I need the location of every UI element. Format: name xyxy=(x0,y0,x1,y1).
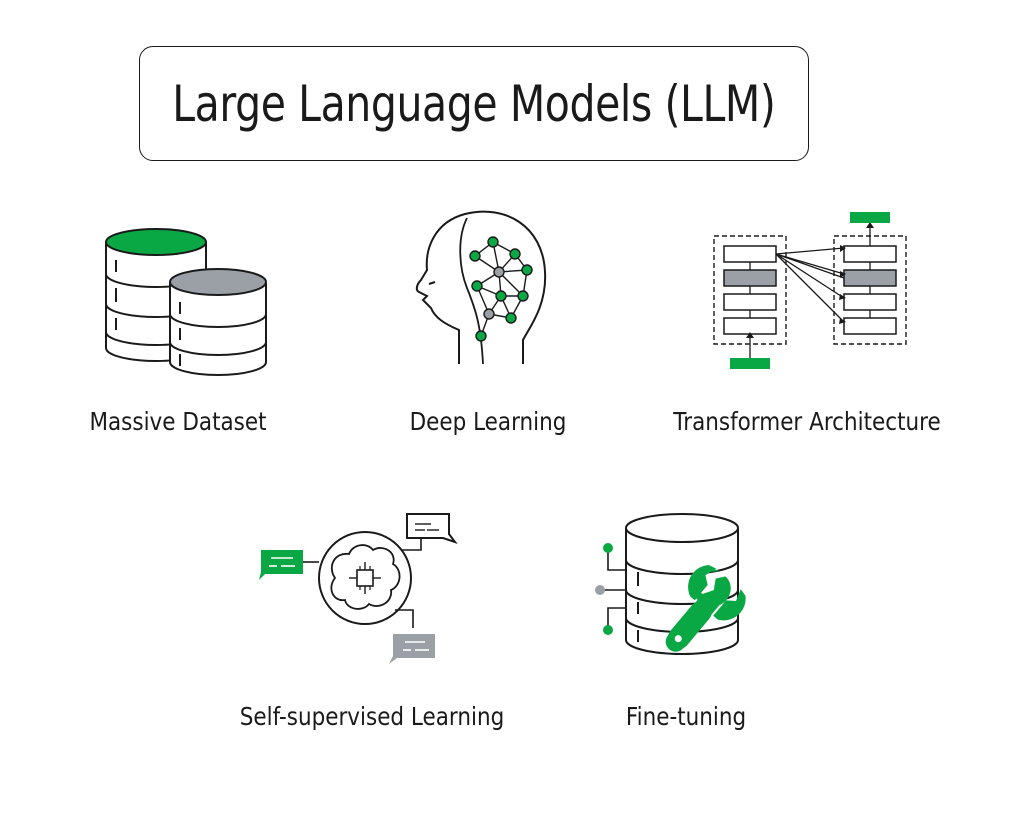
label-massive-dataset: Massive Dataset xyxy=(89,407,267,436)
page-title: Large Language Models (LLM) xyxy=(172,74,776,133)
database-stack-icon xyxy=(105,228,267,376)
brain-chat-icon xyxy=(259,513,458,664)
label-deep-learning: Deep Learning xyxy=(409,407,567,436)
transformer-diagram-icon xyxy=(713,212,907,369)
title-box: Large Language Models (LLM) xyxy=(139,46,809,161)
label-transformer-architecture: Transformer Architecture xyxy=(673,407,941,436)
neural-head-icon xyxy=(415,210,547,365)
label-fine-tuning: Fine-tuning xyxy=(625,702,747,731)
label-self-supervised-learning: Self-supervised Learning xyxy=(239,702,505,731)
database-wrench-icon xyxy=(595,513,746,655)
